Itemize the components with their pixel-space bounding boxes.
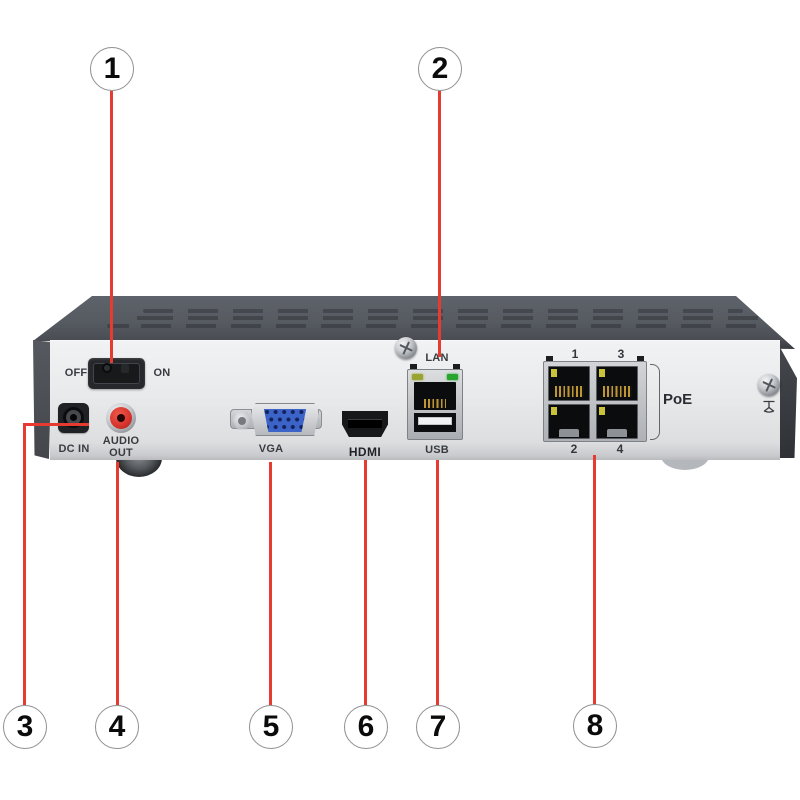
callout-3-number: 3 [16,710,34,743]
poe-number-1: 1 [571,347,579,361]
callout-7: 7 [416,705,460,749]
poe-latch [607,429,627,437]
poe-label: PoE [663,391,693,408]
poe-number-2: 2 [570,442,578,456]
callout-6: 6 [344,705,388,749]
usb-label: USB [425,444,449,456]
chassis-side-left [33,340,52,459]
vent-slots [143,309,743,313]
lan-mount-tab [453,364,460,372]
callout-line-1 [110,91,113,363]
callout-8: 8 [573,704,617,748]
power-on-label: ON [153,367,171,379]
screw-icon [395,337,417,359]
callout-2-number: 2 [431,52,449,85]
lan-port [414,382,456,410]
vga-nut-core [238,416,246,425]
lan-led-left [412,374,423,380]
callout-6-number: 6 [357,710,375,743]
callout-4: 4 [95,705,139,749]
callout-line-2 [438,91,441,357]
audio-out-jack [106,403,136,433]
callout-line-6 [364,460,367,705]
poe-number-4: 4 [616,442,624,456]
audio-out-label-line1: AUDIO [102,435,140,447]
audio-out-hole [117,414,125,422]
poe-pins [603,386,632,397]
vga-pin-insert [263,409,307,432]
power-switch-rocker [93,363,140,384]
poe-group-bracket [650,364,660,440]
poe-led [551,369,557,377]
lan-led-right [447,374,458,380]
callout-line-7 [436,460,439,705]
screw-icon [758,374,780,396]
poe-mount-tab [637,356,644,364]
device-foot-left [116,458,162,477]
chassis-side-right [779,346,797,458]
poe-port-2 [548,404,590,439]
dc-in-jack [58,403,89,433]
ground-symbol-icon [763,400,775,413]
poe-led [551,407,557,415]
poe-port-4 [596,404,638,439]
vent-slots [125,316,761,320]
dc-in-label: DC IN [58,443,90,455]
vga-port [251,403,319,436]
vent-slots [107,324,779,328]
poe-number-3: 3 [617,347,625,361]
lan-label: LAN [425,352,449,364]
power-switch-bar [121,364,129,373]
dc-in-hole [70,414,77,421]
callout-5-number: 5 [262,710,280,743]
callout-line-3-horizontal [23,423,89,426]
hdmi-port [342,411,388,437]
hdmi-label: HDMI [348,445,382,459]
power-off-label: OFF [64,367,88,379]
usb-tongue [418,417,452,425]
callout-line-8 [593,455,596,705]
callout-line-3-vertical [23,423,26,705]
vga-hex-nut-left [232,411,252,430]
poe-port-1 [548,366,590,401]
poe-port-3 [596,366,638,401]
power-switch [88,358,145,389]
poe-latch [559,429,579,437]
poe-mount-tab [546,356,553,364]
callout-line-4 [116,462,119,705]
callout-8-number: 8 [586,709,604,742]
hdmi-slot [348,419,382,428]
callout-2: 2 [418,47,462,91]
audio-out-label-line2: OUT [109,447,133,459]
poe-led [599,369,605,377]
vga-label: VGA [258,443,284,455]
poe-pins [555,386,584,397]
callout-1: 1 [90,47,134,91]
callout-5: 5 [249,705,293,749]
callout-7-number: 7 [429,710,447,743]
callout-1-number: 1 [103,52,121,85]
callout-3: 3 [3,705,47,749]
lan-pins [424,399,446,408]
lan-mount-tab [410,364,417,372]
poe-led [599,407,605,415]
callout-4-number: 4 [108,710,126,743]
power-switch-knob [102,363,112,373]
callout-line-5 [269,462,272,705]
